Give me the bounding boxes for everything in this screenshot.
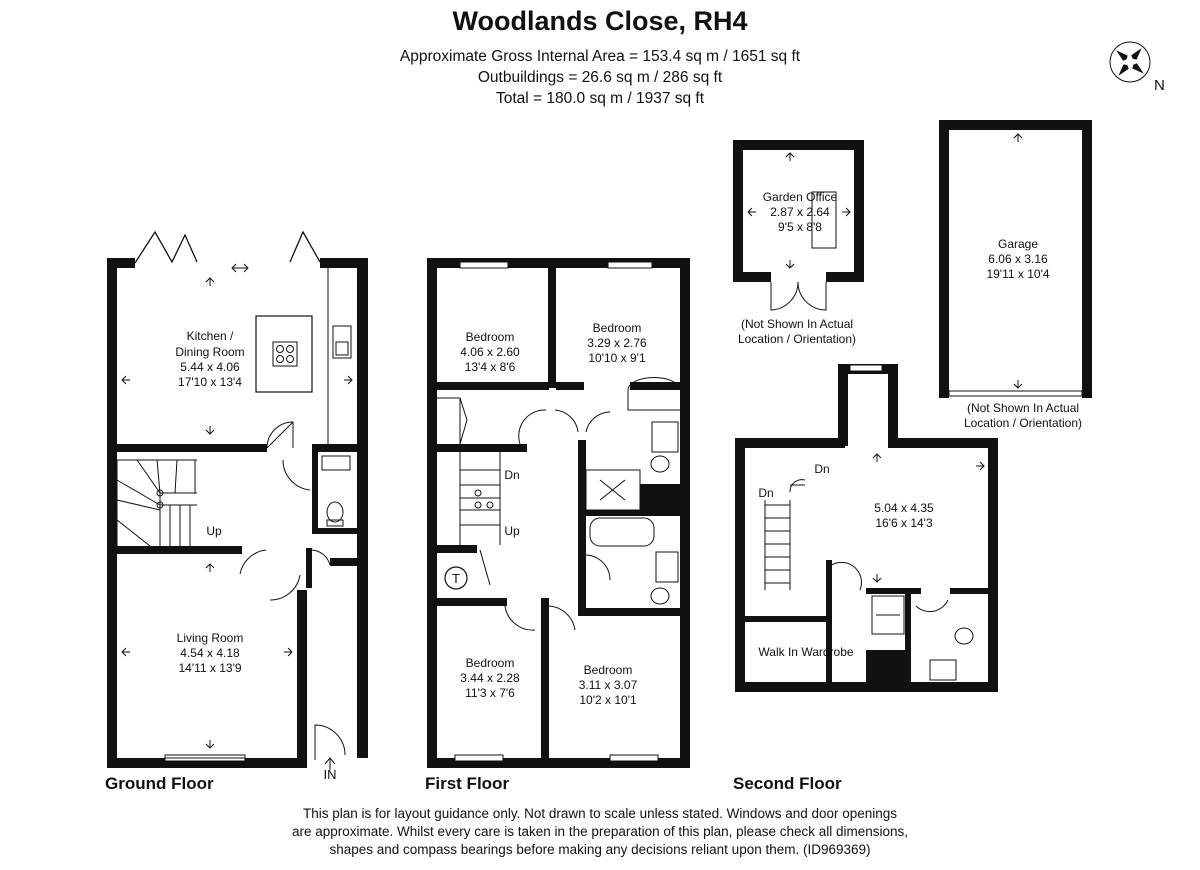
bedroom3-imperial: 11'3 x 7'6	[465, 686, 515, 700]
kitchen-name-1: Kitchen /	[187, 329, 234, 343]
bedroom2-metric: 3.29 x 2.76	[587, 336, 647, 350]
outbuildings-area-line: Outbuildings = 26.6 sq m / 286 sq ft	[477, 69, 723, 86]
compass-rose-icon	[1109, 41, 1151, 83]
garden-office-metric: 2.87 x 2.64	[770, 205, 830, 219]
plan-title: Woodlands Close, RH4	[452, 6, 748, 36]
bedroom2-imperial: 10'10 x 9'1	[588, 351, 646, 365]
second-stairs-dn: Dn	[758, 486, 773, 500]
entrance-label: IN	[324, 767, 337, 782]
second-floor-plan	[735, 364, 998, 692]
bedroom3-name: Bedroom	[466, 656, 515, 670]
bedroom1-name: Bedroom	[466, 330, 515, 344]
garage-name: Garage	[998, 237, 1038, 251]
first-floor-plan	[427, 258, 690, 768]
bedroom1-metric: 4.06 x 2.60	[460, 345, 520, 359]
kitchen-imperial: 17'10 x 13'4	[178, 375, 242, 389]
dimension-arrows	[121, 133, 1023, 749]
garden-office-plan	[733, 140, 864, 311]
office-not-shown-1: (Not Shown In Actual	[741, 317, 853, 331]
total-area-line: Total = 180.0 sq m / 1937 sq ft	[495, 90, 705, 107]
first-stairs-dn: Dn	[504, 468, 519, 482]
office-not-shown-2: Location / Orientation)	[738, 332, 856, 346]
bedroom1-imperial: 13'4 x 8'6	[465, 360, 516, 374]
garage-metric: 6.06 x 3.16	[988, 252, 1048, 266]
bedroom4-name: Bedroom	[584, 663, 633, 677]
garden-office-imperial: 9'5 x 8'8	[778, 220, 822, 234]
compass-north-label: N	[1154, 77, 1165, 94]
loft-room-metric: 5.04 x 4.35	[874, 501, 934, 515]
garage-plan	[939, 120, 1092, 398]
kitchen-name-2: Dining Room	[175, 345, 244, 359]
garage-imperial: 19'11 x 10'4	[986, 267, 1049, 281]
loft-room-imperial: 16'6 x 14'3	[875, 516, 933, 530]
living-room-metric: 4.54 x 4.18	[180, 646, 240, 660]
bedroom4-imperial: 10'2 x 10'1	[579, 693, 637, 707]
second-dn-label: Dn	[814, 462, 829, 476]
bedroom2-name: Bedroom	[593, 321, 642, 335]
garage-not-shown-1: (Not Shown In Actual	[967, 401, 1079, 415]
disclaimer-line-2: are approximate. Whilst every care is ta…	[291, 824, 909, 839]
second-floor-label: Second Floor	[733, 774, 842, 793]
ground-stairs-up: Up	[206, 524, 222, 538]
disclaimer-line-1: This plan is for layout guidance only. N…	[302, 806, 898, 821]
walk-in-wardrobe-name: Walk In Wardrobe	[758, 645, 853, 659]
ground-floor-label: Ground Floor	[105, 774, 214, 793]
first-floor-label: First Floor	[425, 774, 510, 793]
ground-floor-plan	[107, 230, 368, 770]
disclaimer-line-3: shapes and compass bearings before makin…	[329, 842, 871, 857]
bedroom4-metric: 3.11 x 3.07	[579, 678, 638, 692]
garage-not-shown-2: Location / Orientation)	[964, 416, 1082, 430]
living-room-imperial: 14'11 x 13'9	[178, 661, 241, 675]
cylinder-label: T	[452, 571, 460, 586]
garden-office-name: Garden Office	[763, 190, 838, 204]
living-room-name: Living Room	[177, 631, 244, 645]
kitchen-metric: 5.44 x 4.06	[180, 360, 240, 374]
first-stairs-up: Up	[504, 524, 520, 538]
gross-area-line: Approximate Gross Internal Area = 153.4 …	[399, 48, 801, 65]
bedroom3-metric: 3.44 x 2.28	[460, 671, 520, 685]
